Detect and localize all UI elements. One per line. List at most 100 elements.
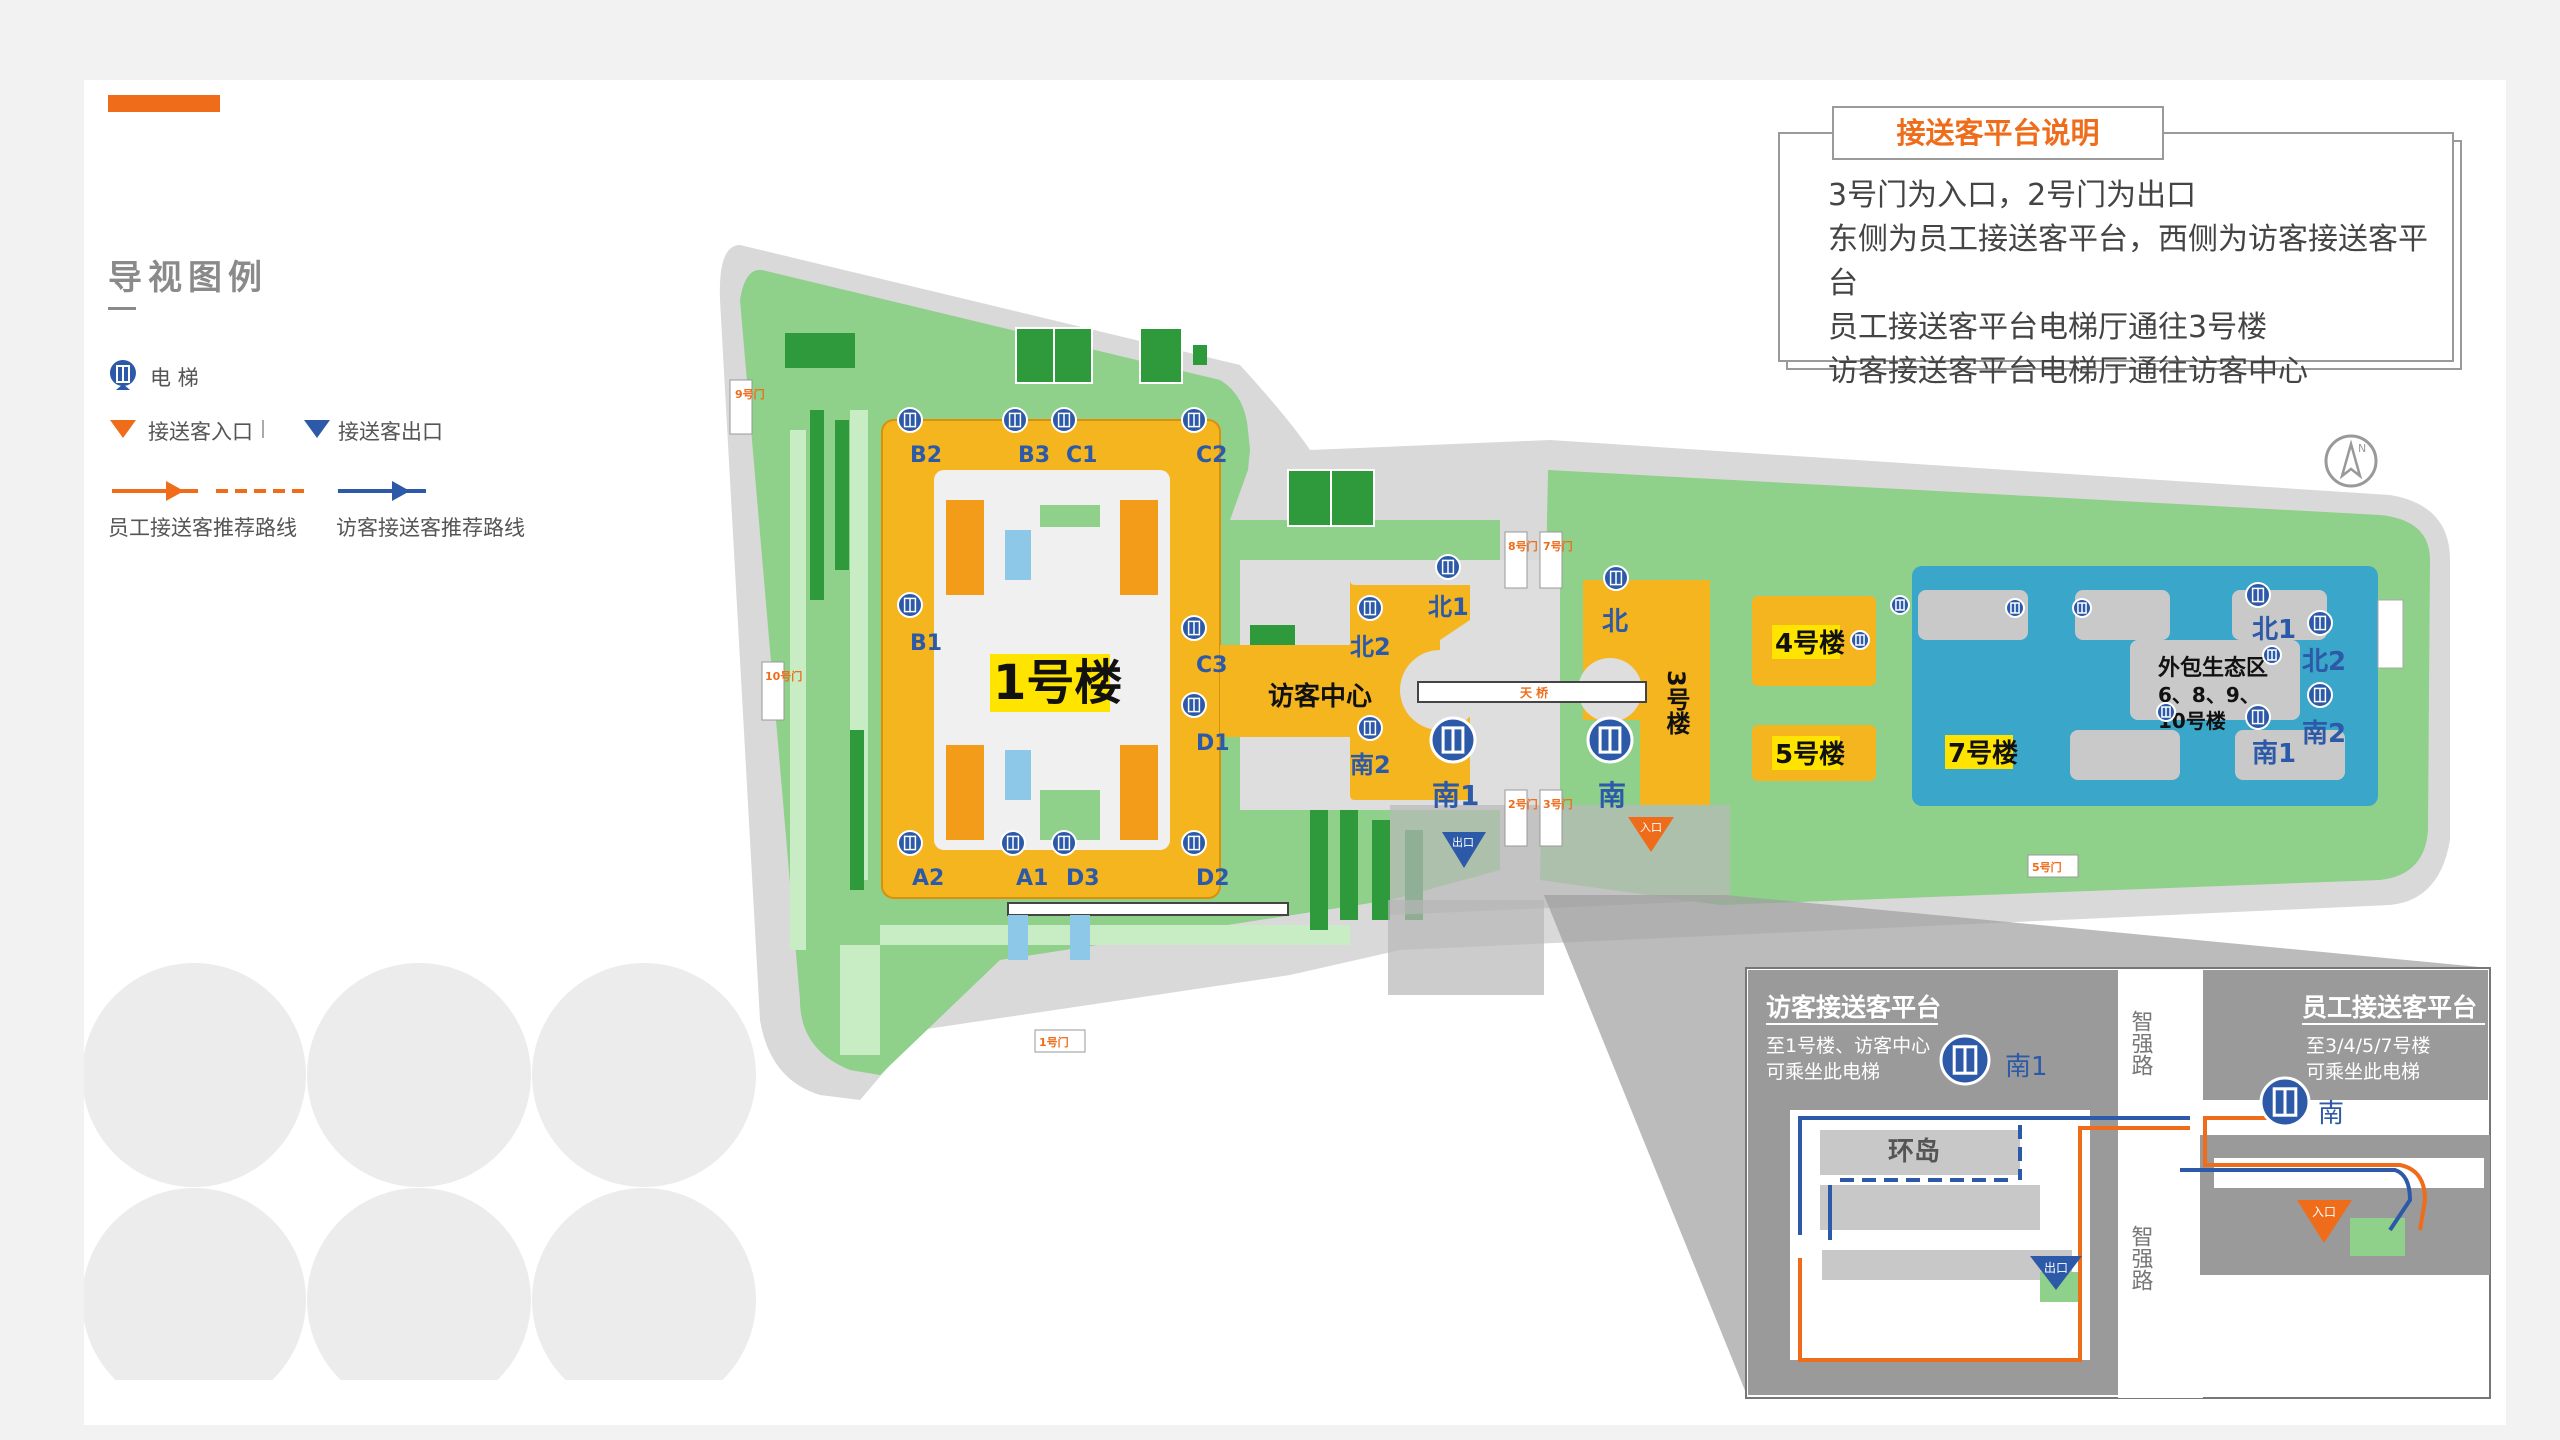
gate-9: 9号门 — [729, 379, 765, 435]
legend-title-underline — [108, 307, 136, 310]
inset-elevator-south1-label: 南1 — [2005, 1052, 2048, 1082]
elevator-icon — [2245, 582, 2271, 608]
visitor-center-label: 访客中心 — [1268, 681, 1372, 712]
building-7-label: 7号楼 — [1948, 739, 2018, 769]
building-1-canopy — [1007, 902, 1289, 916]
svg-text:出口: 出口 — [2044, 1261, 2068, 1275]
elevator-icon — [1181, 692, 1207, 718]
building-1-entrance-west — [1008, 915, 1028, 960]
elevator-label: D1 — [1196, 731, 1230, 756]
inset-visitor-title: 访客接送客平台 — [1766, 993, 1941, 1022]
eco-zone — [1912, 566, 2378, 806]
building-3-label: 3号楼 — [1662, 670, 1690, 735]
inset-routes — [1798, 1116, 2428, 1362]
inset-entry-marker: 入口 — [2297, 1200, 2352, 1243]
info-line-4: 访客接送客平台电梯厅通往访客中心 — [1828, 354, 2308, 389]
gate-2: 2号门 — [1504, 789, 1538, 847]
svg-text:8号门: 8号门 — [1508, 539, 1538, 553]
elevator-icon — [1051, 830, 1077, 856]
elevator-label: 南2 — [1350, 751, 1391, 779]
elevator-label: 北2 — [2302, 647, 2346, 677]
elevator-icon — [2259, 1076, 2311, 1128]
elevator-icon — [1357, 715, 1383, 741]
elevator-label: D3 — [1066, 866, 1100, 891]
elevator-label: C3 — [1196, 653, 1227, 678]
legend-panel: 导视图例 — [108, 250, 268, 310]
elevator-icon — [1181, 407, 1207, 433]
elevator-icon — [1000, 830, 1026, 856]
gate-10: 10号门 — [761, 661, 802, 721]
map-entry-marker: 入口 — [1628, 817, 1674, 852]
legend-visitor-route-label: 访客接送客推荐路线 — [336, 516, 525, 540]
legend-title: 导视图例 — [108, 258, 268, 298]
elevator-icon — [1181, 615, 1207, 641]
eco-zone-sub1: 6、8、9、 — [2158, 683, 2260, 707]
inset-visitor-desc1: 至1号楼、访客中心 — [1766, 1035, 1930, 1057]
elevator-icon — [2245, 704, 2271, 730]
elevator-icon — [1181, 830, 1207, 856]
skybridge — [1417, 681, 1647, 703]
inset-roundabout-label: 环岛 — [1888, 1136, 1940, 1167]
elevator-icon — [109, 360, 136, 390]
elevator-icon — [2307, 682, 2333, 708]
building-4-label: 4号楼 — [1775, 629, 1845, 659]
legend-exit-label: 接送客出口 — [338, 420, 443, 444]
svg-text:7号门: 7号门 — [1543, 539, 1573, 553]
exit-marker-icon — [304, 420, 330, 438]
elevator-label: 北1 — [1428, 593, 1469, 621]
svg-text:入口: 入口 — [1640, 821, 1662, 834]
elevator-icon — [897, 592, 923, 618]
svg-text:出口: 出口 — [1452, 835, 1474, 849]
inset-road-south: 智强路 — [2128, 1225, 2154, 1291]
elevator-icon — [1002, 407, 1028, 433]
elevator-label: 北 — [1602, 607, 1628, 637]
elevator-icon — [1357, 595, 1383, 621]
elevator-label: 南2 — [2302, 719, 2346, 749]
exit-zone-shade — [1388, 900, 1544, 995]
elevator-label: C2 — [1196, 443, 1227, 468]
info-line-2: 东侧为员工接送客平台，西侧为访客接送客平台 — [1828, 222, 2428, 301]
elevator-label: 北2 — [1350, 633, 1391, 661]
elevator-icon — [2262, 645, 2282, 665]
elevator-label: B3 — [1018, 443, 1050, 468]
gate-tags: 9号门 10号门 8号门 7号门 2号门 3号门 5号门 1号门 — [729, 379, 2079, 1053]
gate-7: 7号门 — [1539, 531, 1573, 589]
building-1-label: 1号楼 — [993, 655, 1122, 711]
info-line-3: 员工接送客平台电梯厅通往3号楼 — [1828, 310, 2268, 345]
svg-text:1号门: 1号门 — [1039, 1035, 1069, 1049]
route-legend-lines — [112, 481, 426, 501]
elevator-icon — [2005, 598, 2025, 618]
skybridge-label: 天 桥 — [1520, 685, 1549, 700]
svg-text:2号门: 2号门 — [1508, 797, 1538, 811]
decorative-circles — [84, 963, 756, 1380]
gate-1: 1号门 — [1034, 1029, 1086, 1053]
elevator-icon — [2307, 610, 2333, 636]
elevator-label: C1 — [1066, 443, 1097, 468]
elevator-icon — [1586, 716, 1634, 764]
elevator-icon — [1939, 1034, 1991, 1086]
elevator-icon — [897, 830, 923, 856]
accent-bar — [108, 95, 220, 112]
compass-label: N — [2358, 442, 2366, 455]
elevator-icon — [1603, 565, 1629, 591]
svg-text:3号门: 3号门 — [1543, 797, 1573, 811]
elevator-label: 南1 — [2252, 739, 2296, 769]
building-1-label-bg — [990, 654, 1110, 712]
elevator-icon — [1850, 630, 1870, 650]
svg-text:入口: 入口 — [2312, 1205, 2336, 1219]
east-gate-structure — [2377, 599, 2404, 669]
elevator-label: 北1 — [2252, 615, 2296, 645]
legend-staff-route-label: 员工接送客推荐路线 — [108, 516, 297, 540]
gate-3: 3号门 — [1539, 789, 1573, 847]
info-box: 3号门为入口，2号门为出口 东侧为员工接送客平台，西侧为访客接送客平台 员工接送… — [1778, 132, 2454, 389]
svg-text:9号门: 9号门 — [735, 387, 765, 401]
map-exit-marker: 出口 — [1442, 832, 1486, 868]
building-1 — [881, 419, 1221, 899]
compass-icon: N — [2324, 434, 2378, 488]
gate-8: 8号门 — [1504, 531, 1538, 589]
gate-5: 5号门 — [2027, 854, 2079, 878]
elevator-label: B2 — [910, 443, 942, 468]
building-5-label: 5号楼 — [1775, 740, 1845, 770]
